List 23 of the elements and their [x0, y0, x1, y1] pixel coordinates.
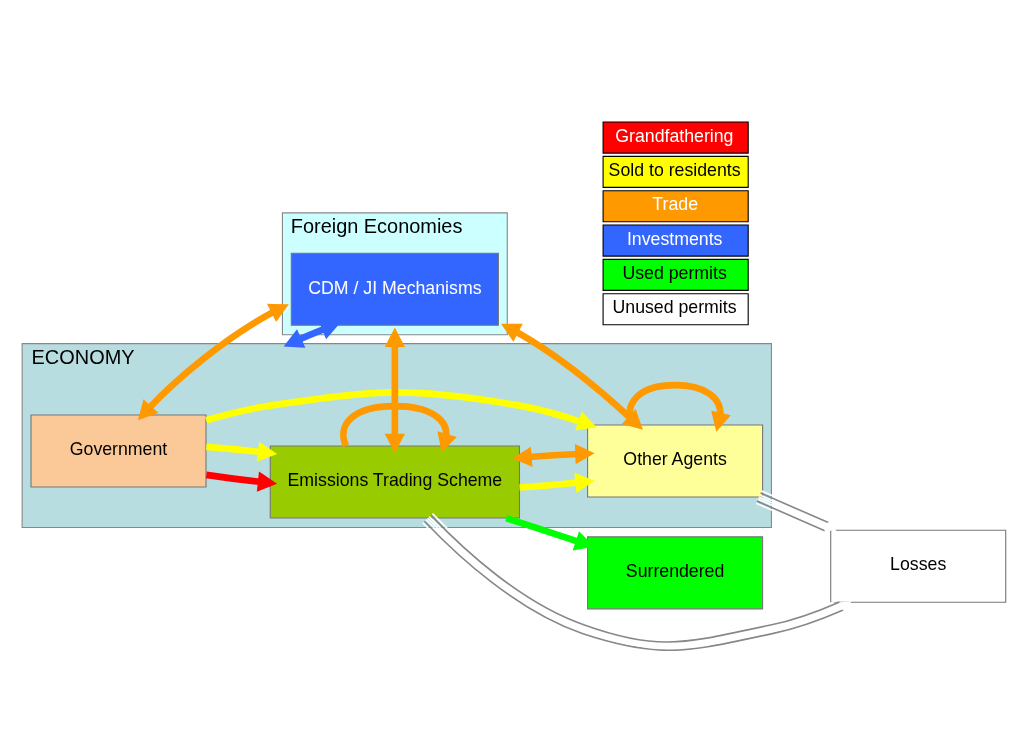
arrow [512, 443, 595, 467]
arrow [500, 323, 643, 430]
arrow [384, 327, 405, 453]
node-box: CDM / JI Mechanisms [290, 252, 499, 326]
arrow [137, 303, 289, 420]
arrow [755, 489, 837, 534]
node-box: Emissions Trading Scheme [269, 445, 521, 519]
legend-label: Unused permits [612, 296, 737, 317]
node-box: Surrendered [587, 535, 764, 609]
arrow [206, 441, 278, 462]
node-box: Other Agents [587, 423, 764, 498]
arrow [626, 381, 731, 432]
node-box: Losses [830, 529, 1007, 603]
arrow [422, 512, 853, 651]
arrow [205, 388, 597, 431]
legend-label: Grandfathering [615, 125, 734, 146]
legend-label: Used permits [622, 262, 727, 283]
arrow [205, 471, 278, 492]
arrow [519, 472, 595, 493]
legend-label: Trade [652, 193, 699, 214]
legend-label: Investments [626, 228, 723, 249]
legend-label: Sold to residents [608, 159, 741, 180]
node-box: Government [30, 413, 207, 488]
